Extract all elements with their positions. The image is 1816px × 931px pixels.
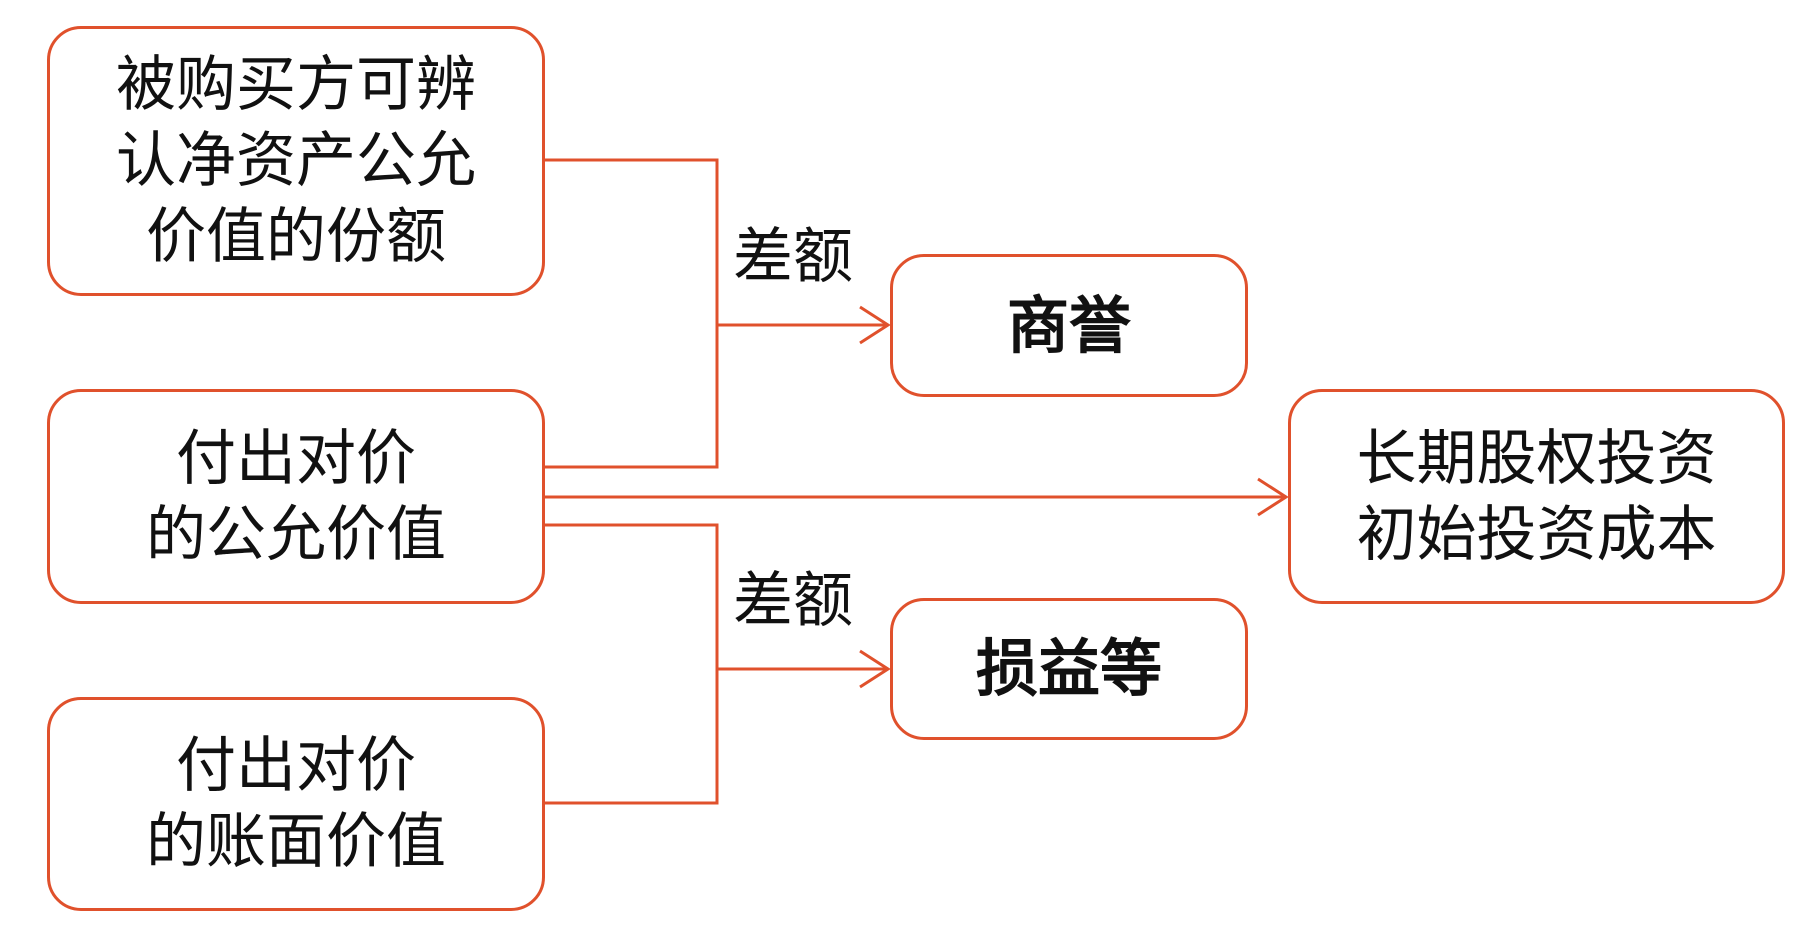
box-text-line: 的账面价值 xyxy=(146,807,446,877)
box-acquiree-net-assets-share: 被购买方可辨 认净资产公允 价值的份额 xyxy=(47,26,545,296)
box-text-line: 认净资产公允 xyxy=(116,126,476,196)
box-text-line: 付出对价 xyxy=(176,731,416,801)
box-consideration-fair-value: 付出对价 的公允价值 xyxy=(47,389,545,604)
box-text-line: 被购买方可辨 xyxy=(116,50,476,120)
box-lti-initial-cost: 长期股权投资 初始投资成本 xyxy=(1288,389,1785,604)
arrowhead-lti xyxy=(1257,477,1289,517)
box-profit-loss: 损益等 xyxy=(890,598,1248,740)
box-consideration-book-value: 付出对价 的账面价值 xyxy=(47,697,545,911)
difference-label-top: 差额 xyxy=(733,222,853,292)
box-goodwill: 商誉 xyxy=(890,254,1248,397)
box-text-line: 初始投资成本 xyxy=(1356,499,1717,570)
box-text-line: 付出对价 xyxy=(176,423,416,494)
box-text-line: 价值的份额 xyxy=(146,202,446,272)
difference-label-bottom: 差额 xyxy=(733,566,853,636)
bracket-top xyxy=(545,158,719,469)
arrowhead-goodwill xyxy=(859,305,891,345)
bracket-bottom xyxy=(545,523,719,805)
arrowhead-profit-loss xyxy=(859,649,891,689)
box-text-line: 的公允价值 xyxy=(146,499,446,570)
box-text-line: 长期股权投资 xyxy=(1356,423,1717,494)
box-text-line: 损益等 xyxy=(975,632,1162,705)
box-text-line: 商誉 xyxy=(1006,288,1131,362)
